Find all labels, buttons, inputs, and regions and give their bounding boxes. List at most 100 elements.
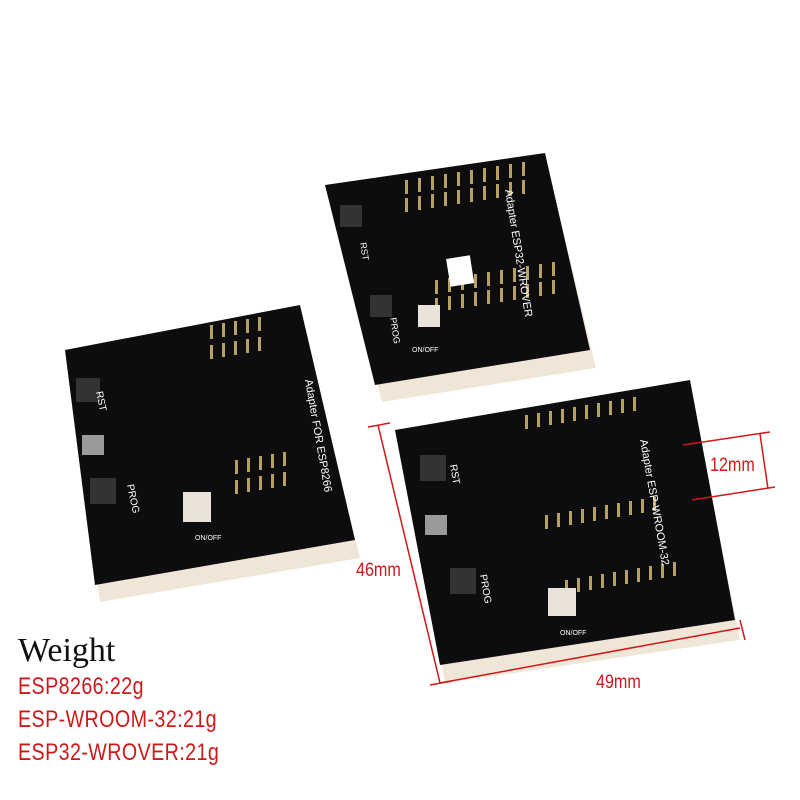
esp-wroom-32-board: Adapter ESP-WROOM-32 RST PROG ON/OFF xyxy=(395,380,740,683)
header-pin xyxy=(561,409,564,423)
header-pin xyxy=(470,170,473,184)
header-pin xyxy=(537,413,540,427)
header-pin xyxy=(653,497,656,511)
header-pin xyxy=(418,196,421,210)
header-pin xyxy=(617,503,620,517)
width-dimension-label: 49mm xyxy=(595,672,641,693)
height-dimension-label: 46mm xyxy=(355,560,401,581)
header-pin xyxy=(246,319,249,333)
header-pin xyxy=(405,180,408,194)
weight-info: Weight ESP8266:22g ESP-WROOM-32:21g ESP3… xyxy=(18,632,263,769)
header-pin xyxy=(234,341,237,355)
header-pin xyxy=(258,317,261,331)
header-pin xyxy=(513,268,516,282)
header-pin xyxy=(513,286,516,300)
header-pin xyxy=(461,294,464,308)
header-pin xyxy=(673,562,676,576)
header-pin xyxy=(609,401,612,415)
header-pin xyxy=(247,458,250,472)
power-switch xyxy=(183,492,211,522)
header-pin xyxy=(641,499,644,513)
header-pin xyxy=(549,411,552,425)
header-pin xyxy=(235,480,238,494)
header-pin xyxy=(247,478,250,492)
header-pin xyxy=(621,399,624,413)
usb-port xyxy=(82,435,104,455)
header-pin xyxy=(525,415,528,429)
header-pin xyxy=(457,190,460,204)
header-pin xyxy=(539,264,542,278)
header-pin xyxy=(448,278,451,292)
switch-label: ON/OFF xyxy=(195,535,221,542)
rst-button xyxy=(340,205,362,227)
header-pin xyxy=(661,564,664,578)
switch-label: ON/OFF xyxy=(412,347,438,354)
rst-button xyxy=(76,378,100,402)
header-pin xyxy=(283,452,286,466)
header-pin xyxy=(625,570,628,584)
header-pin xyxy=(431,194,434,208)
header-pins xyxy=(525,397,676,594)
header-pin xyxy=(649,566,652,580)
weight-title: Weight xyxy=(18,632,116,669)
rst-button xyxy=(420,455,446,481)
power-switch xyxy=(548,588,576,616)
header-pin xyxy=(629,501,632,515)
header-pins xyxy=(210,317,286,494)
header-pin xyxy=(637,568,640,582)
header-pin xyxy=(457,172,460,186)
header-pin xyxy=(222,343,225,357)
header-pin xyxy=(258,337,261,351)
weight-item: ESP-WROOM-32:21g xyxy=(18,706,218,733)
esp8266-board: Adapter FOR ESP8266 RST PROG ON/OFF xyxy=(65,305,360,602)
notch-dimension-label: 12mm xyxy=(709,455,755,476)
header-pin xyxy=(597,403,600,417)
header-pin xyxy=(509,164,512,178)
rst-label: RST xyxy=(447,464,461,486)
header-pin xyxy=(522,162,525,176)
header-pin xyxy=(483,186,486,200)
header-pin xyxy=(522,180,525,194)
header-pin xyxy=(552,262,555,276)
power-switch xyxy=(418,305,440,327)
prog-label: PROG xyxy=(477,574,493,605)
header-pin xyxy=(496,184,499,198)
prog-label: PROG xyxy=(388,317,402,345)
rst-label: RST xyxy=(358,242,371,262)
header-pin xyxy=(539,282,542,296)
weight-item: ESP8266:22g xyxy=(18,673,144,700)
header-pin xyxy=(271,454,274,468)
header-pin xyxy=(474,292,477,306)
header-pin xyxy=(448,296,451,310)
header-pin xyxy=(210,345,213,359)
header-pin xyxy=(271,474,274,488)
prog-button xyxy=(370,295,392,317)
header-pin xyxy=(259,456,262,470)
header-pin xyxy=(210,325,213,339)
header-pin xyxy=(234,321,237,335)
header-pin xyxy=(565,580,568,594)
header-pin xyxy=(222,323,225,337)
header-pin xyxy=(444,174,447,188)
header-pin xyxy=(235,460,238,474)
header-pin xyxy=(573,407,576,421)
header-pin xyxy=(435,280,438,294)
rst-label: RST xyxy=(93,390,108,412)
prog-button xyxy=(90,478,116,504)
header-pin xyxy=(509,182,512,196)
header-pin xyxy=(283,472,286,486)
header-pin xyxy=(585,405,588,419)
header-pin xyxy=(589,576,592,590)
header-pin xyxy=(500,288,503,302)
header-pin xyxy=(526,284,529,298)
header-pin xyxy=(246,339,249,353)
header-pin xyxy=(545,515,548,529)
header-pin xyxy=(474,274,477,288)
header-pin xyxy=(557,513,560,527)
header-pin xyxy=(496,166,499,180)
header-pin xyxy=(483,168,486,182)
header-pin xyxy=(569,511,572,525)
header-pin xyxy=(259,476,262,490)
header-pin xyxy=(431,176,434,190)
